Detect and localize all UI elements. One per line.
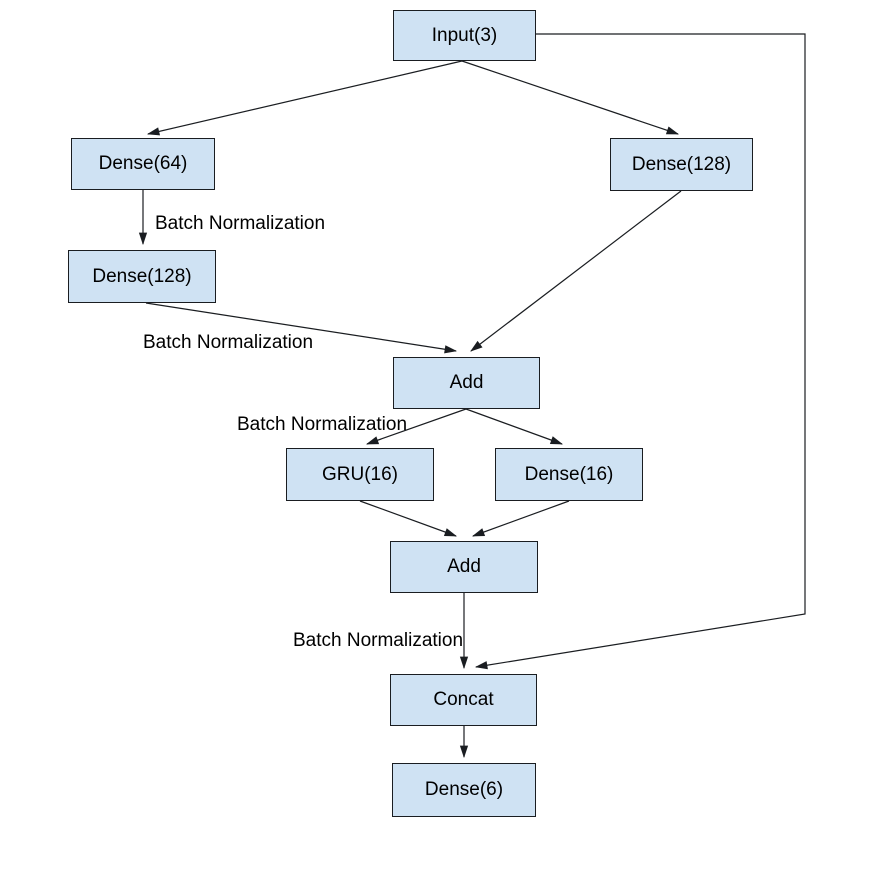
node-label: GRU(16) [321, 463, 398, 485]
node-gru-16: GRU(16) [286, 448, 434, 501]
edge-dense16-to-add2 [471, 500, 570, 537]
edge-add1-to-dense16 [465, 408, 564, 445]
node-label: Concat [433, 689, 494, 710]
node-add-2: Add [390, 541, 538, 593]
edge-input3-to-dense64 [146, 60, 463, 136]
node-label: Dense(6) [424, 779, 504, 800]
edge-label-batch-normalization-3: Batch Normalization [237, 414, 408, 435]
node-input-3: Input(3) [393, 10, 536, 61]
edge-gru16-to-add2 [359, 500, 458, 537]
node-label: Add [449, 372, 484, 393]
edge-label-batch-normalization-1: Batch Normalization [155, 213, 326, 234]
node-dense-128-left: Dense(128) [68, 250, 216, 303]
edge-dense128-left-to-add1 [145, 302, 458, 354]
node-label: Dense(128) [92, 265, 192, 287]
node-dense-64: Dense(64) [71, 138, 215, 190]
edge-dense128-right-to-add1 [470, 190, 682, 352]
node-add-1: Add [393, 357, 540, 409]
node-label: Dense(64) [98, 153, 188, 174]
node-concat: Concat [390, 674, 537, 726]
edge-label-batch-normalization-2: Batch Normalization [143, 332, 314, 353]
node-label: Dense(16) [524, 463, 614, 485]
node-label: Add [447, 556, 481, 577]
node-dense-6: Dense(6) [392, 763, 536, 817]
edge-label-batch-normalization-4: Batch Normalization [293, 630, 464, 651]
node-label: Dense(128) [631, 153, 732, 175]
edge-add1-to-gru16 [365, 408, 467, 445]
edge-input3-to-dense128-right [461, 60, 680, 135]
node-dense-16: Dense(16) [495, 448, 643, 501]
node-dense-128-right: Dense(128) [610, 138, 753, 191]
edge-input3-skip-to-concat [474, 33, 806, 670]
node-label: Input(3) [431, 24, 498, 46]
